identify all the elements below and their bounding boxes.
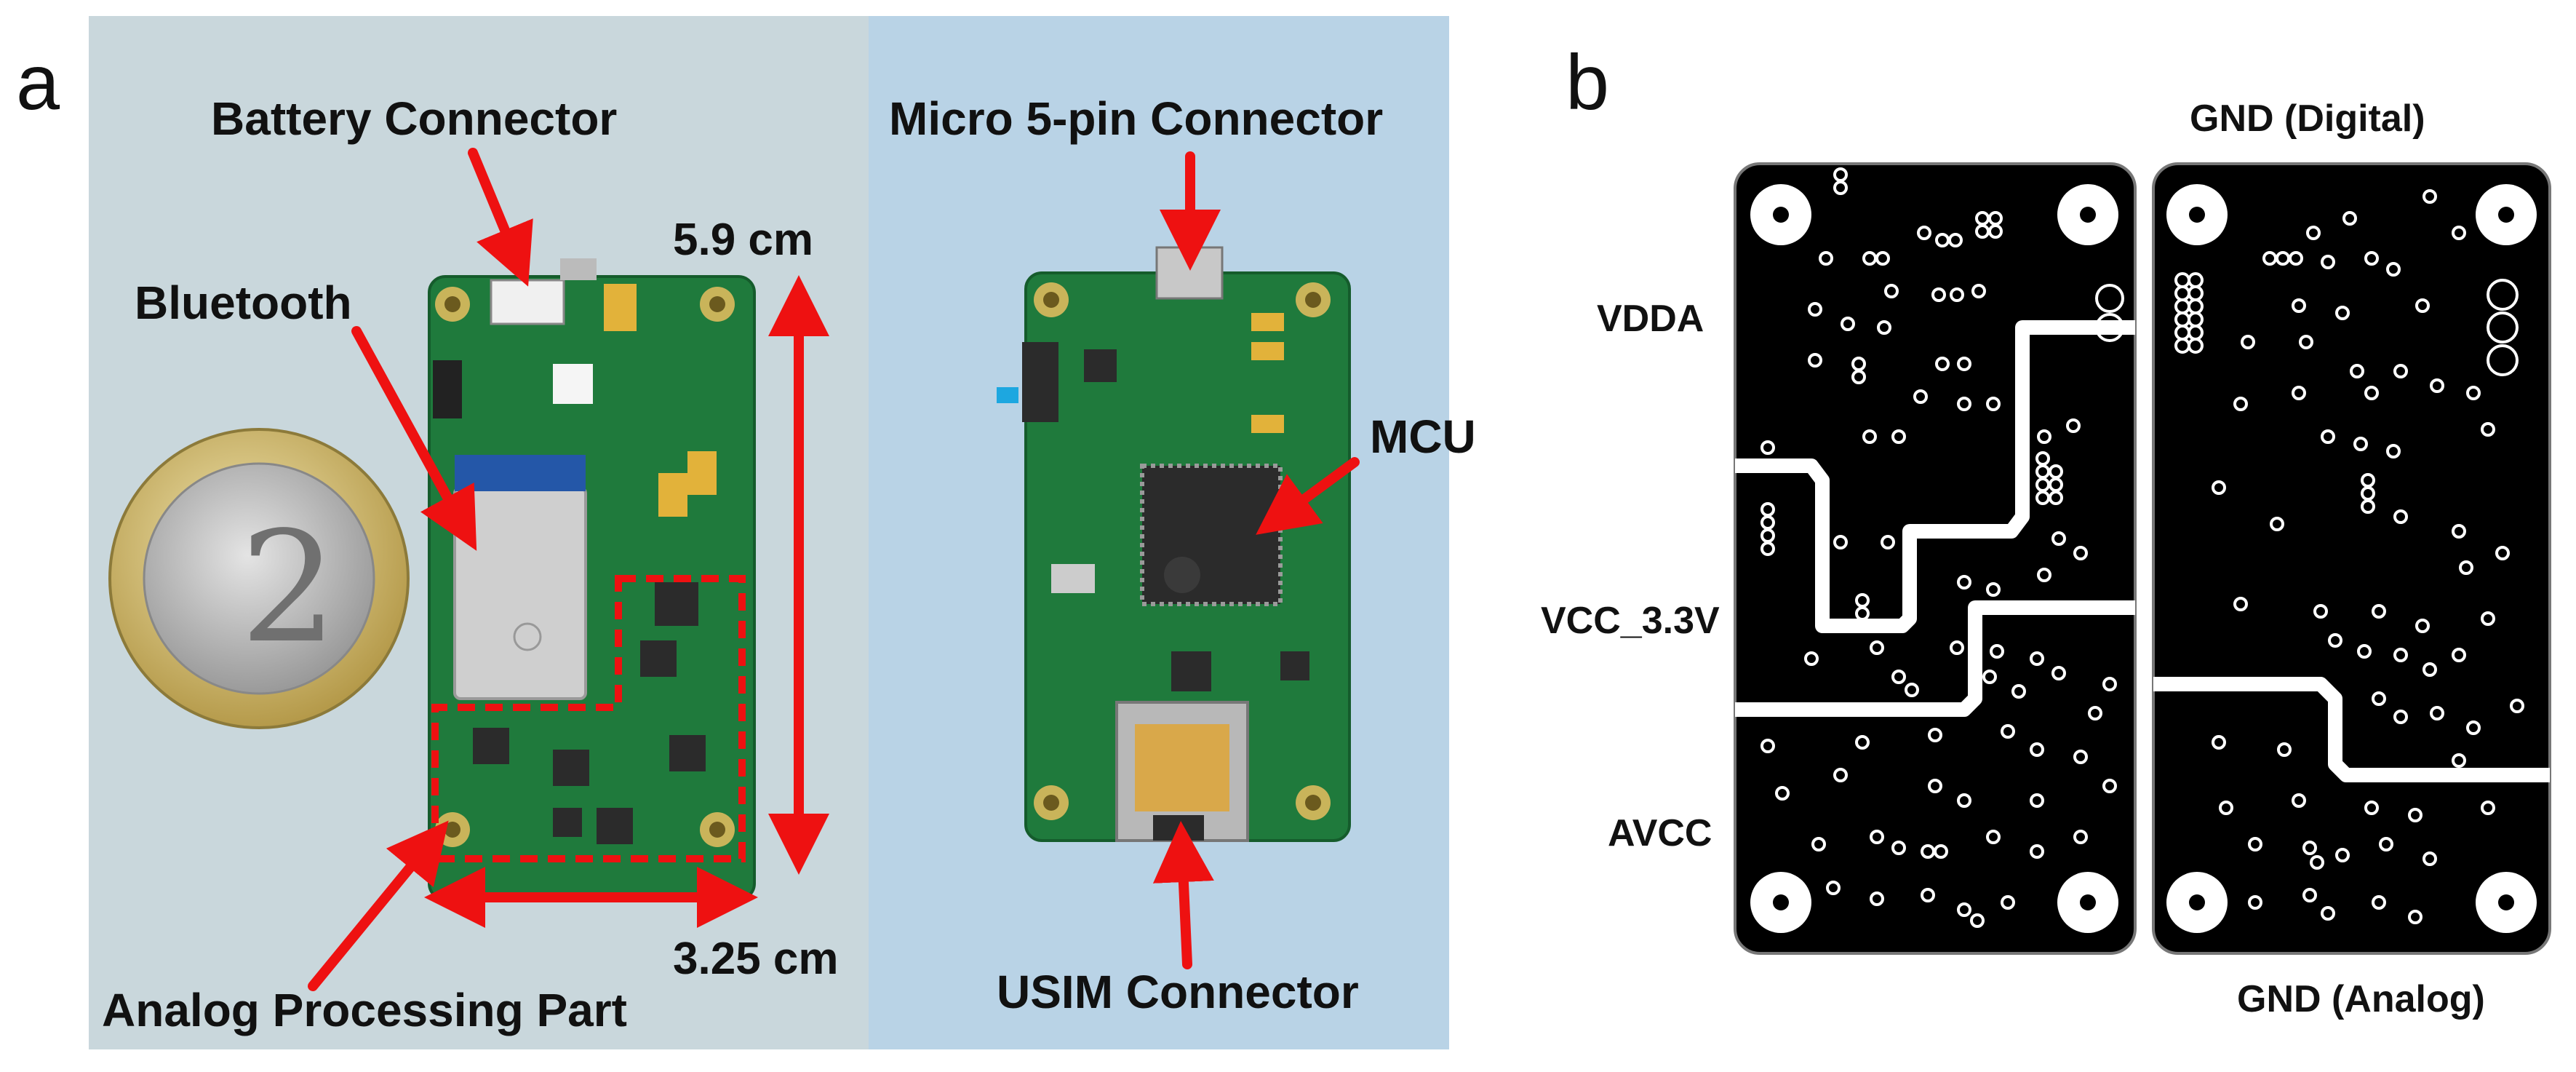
label-analog-processing: Analog Processing Part (102, 984, 627, 1036)
label-mcu: MCU (1370, 410, 1476, 463)
coin-value: 2 (240, 499, 338, 677)
label-dimension-width: 3.25 cm (673, 934, 839, 984)
micro-usb-part (1155, 246, 1224, 300)
pcb-layer-ground (2152, 162, 2551, 955)
mcu-chip (1140, 464, 1283, 606)
arrow-analog (308, 820, 449, 991)
via-cluster (2095, 272, 2204, 354)
label-battery-connector: Battery Connector (211, 92, 617, 145)
trace-vcc (1735, 600, 2135, 717)
euro-coin: 2 (108, 428, 410, 729)
label-micro-connector: Micro 5-pin Connector (889, 92, 1383, 145)
pcb-layer-power (1734, 162, 2137, 955)
label-usim-connector: USIM Connector (997, 966, 1359, 1018)
trace-ground-split (2153, 677, 2550, 782)
label-bluetooth: Bluetooth (135, 277, 352, 329)
label-avcc: AVCC (1608, 812, 1712, 854)
label-dimension-height: 5.9 cm (673, 215, 813, 265)
label-gnd-analog: GND (Analog) (2237, 978, 2485, 1020)
pcb-right (997, 246, 1351, 842)
arrow-mcu (1256, 457, 1360, 535)
bluetooth-module (453, 486, 587, 700)
trace-vdda (1735, 320, 2135, 633)
arrow-bluetooth (351, 326, 477, 551)
label-gnd-digital: GND (Digital) (2190, 98, 2425, 140)
pointer-arrows (308, 148, 1360, 991)
panel-letter-b: b (1566, 38, 1609, 126)
analog-region-outline (431, 575, 746, 862)
pcb-left (428, 258, 756, 901)
panel-a: 2 (16, 16, 1476, 1049)
panel-b: b GND (Digital) VDDA VCC_3.3V AVCC GND (… (1541, 38, 2551, 1020)
label-vdda: VDDA (1597, 298, 1704, 340)
arrow-battery (468, 148, 533, 287)
panel-letter-a: a (16, 38, 60, 126)
arrow-usim (1152, 821, 1214, 969)
battery-connector-part (490, 279, 565, 325)
label-vcc: VCC_3.3V (1541, 600, 1720, 642)
